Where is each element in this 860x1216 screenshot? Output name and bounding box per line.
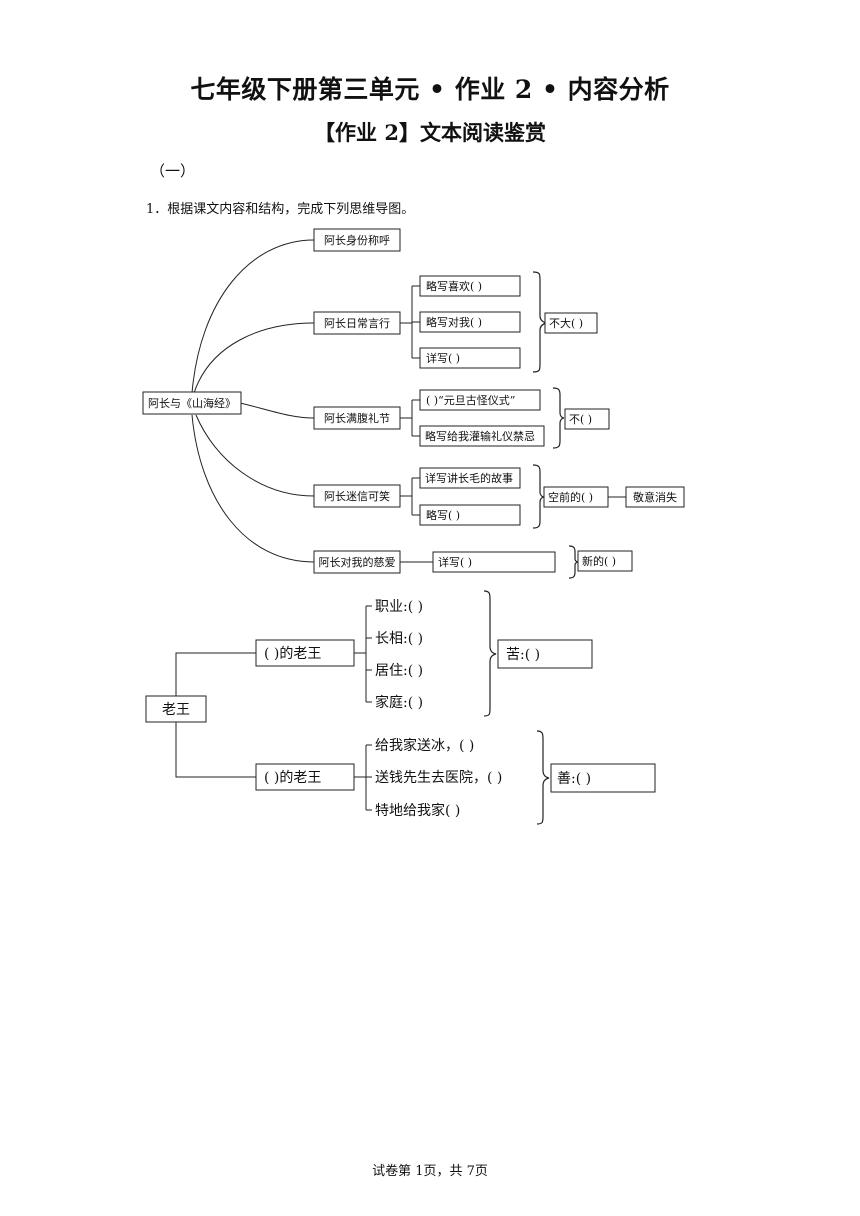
map2-root-label: 老王 <box>162 702 190 718</box>
top-result: 苦:( ) <box>506 647 540 663</box>
b4-result: 空前的( ) <box>548 490 593 504</box>
b3-label: 阿长满腹礼节 <box>324 411 390 425</box>
top-brace <box>483 590 497 717</box>
question-1: 1．根据课文内容和结构，完成下列思维导图。 <box>146 202 415 217</box>
bottom-item-2: 送钱先生去医院，( ) <box>375 770 502 786</box>
b3-sub-connector <box>400 399 420 437</box>
b2-sub-connector <box>400 285 420 359</box>
b3-result: 不( ) <box>569 413 592 426</box>
bottom-item-3: 特地给我家( ) <box>375 802 460 819</box>
b4-result2: 敬意消失 <box>633 490 677 504</box>
connector-b5 <box>191 414 315 563</box>
b5-item: 详写( ) <box>438 555 472 569</box>
bottom-branch-box <box>255 763 355 791</box>
b1-label: 阿长身份称呼 <box>324 233 390 247</box>
bottom-brace <box>536 730 550 825</box>
map1-root-box <box>142 391 242 415</box>
mind-map-lao-wang: 老王 ( )的老王 职业:( ) 长相:( ) 居住:( ) 家庭:( ) 苦:… <box>145 590 656 825</box>
b5-brace <box>568 545 579 579</box>
b4-item-box <box>419 504 521 526</box>
bottom-result-box <box>550 763 656 793</box>
b3-item-box <box>419 425 545 447</box>
b2-result-box <box>544 312 598 334</box>
map1-root-label: 阿长与《山海经》 <box>148 396 236 410</box>
bottom-sub-connector <box>354 744 372 811</box>
section-label: （一） <box>150 162 196 180</box>
b4-item-box <box>419 467 521 489</box>
bottom-result: 善:( ) <box>557 771 591 787</box>
b2-item-1: 略写喜欢( ) <box>426 279 482 293</box>
b3-item-1: ( )“元旦古怪仪式” <box>426 393 515 407</box>
mind-map-ah-chang: 阿长与《山海经》 阿长身份称呼 阿长日常言行 略写喜欢( ) 略写对我( ) 详… <box>142 228 685 579</box>
connector-b4 <box>195 414 315 497</box>
b3-result-box <box>564 408 610 430</box>
assignment-subtitle: 【作业 2】文本阅读鉴赏 <box>314 120 546 145</box>
connector-b3 <box>239 402 315 419</box>
bottom-item-1: 给我家送冰，( ) <box>375 737 474 754</box>
connector-b2 <box>193 322 315 394</box>
bottom-branch-label: ( )的老王 <box>264 770 321 786</box>
b2-item-box <box>419 311 521 333</box>
b5-result: 新的( ) <box>582 554 616 568</box>
map2-root-connector <box>175 652 256 778</box>
b2-result: 不大( ) <box>549 316 583 330</box>
b4-item-2: 略写( ) <box>426 508 460 522</box>
b2-label: 阿长日常言行 <box>324 317 390 330</box>
top-sub-connector <box>354 605 372 703</box>
page-title: 七年级下册第三单元 • 作业 2 • 内容分析 <box>190 75 670 104</box>
b2-item-2: 略写对我( ) <box>426 315 482 329</box>
page-footer: 试卷第 1页，共 7页 <box>372 1164 488 1179</box>
b4-brace <box>532 464 545 529</box>
top-branch-label: ( )的老王 <box>264 646 321 662</box>
b2-brace <box>532 271 548 373</box>
b3-item-box <box>419 389 541 411</box>
b4-sub-connector <box>400 477 420 516</box>
top-branch-box <box>255 639 355 667</box>
map2-root-box <box>145 695 207 723</box>
b3-item-2: 略写给我灌输礼仪禁忌 <box>425 429 535 443</box>
top-item-4: 家庭:( ) <box>375 694 423 711</box>
b4-item-1: 详写讲长毛的故事 <box>425 471 513 485</box>
b3-brace <box>552 387 565 449</box>
top-item-1: 职业:( ) <box>375 599 423 615</box>
top-item-3: 居住:( ) <box>375 663 423 679</box>
b5-item-box <box>432 551 556 573</box>
top-item-2: 长相:( ) <box>375 631 423 647</box>
top-result-box <box>497 639 593 669</box>
connector-b1 <box>191 239 315 394</box>
b2-item-box <box>419 275 521 297</box>
b4-label: 阿长迷信可笑 <box>324 489 390 503</box>
b2-item-box <box>419 347 521 369</box>
b2-item-3: 详写( ) <box>426 351 460 365</box>
b5-result-box <box>577 550 633 572</box>
b1-box <box>313 228 401 252</box>
b5-label: 阿长对我的慈爱 <box>319 555 396 569</box>
b4-result2-box <box>625 486 685 508</box>
